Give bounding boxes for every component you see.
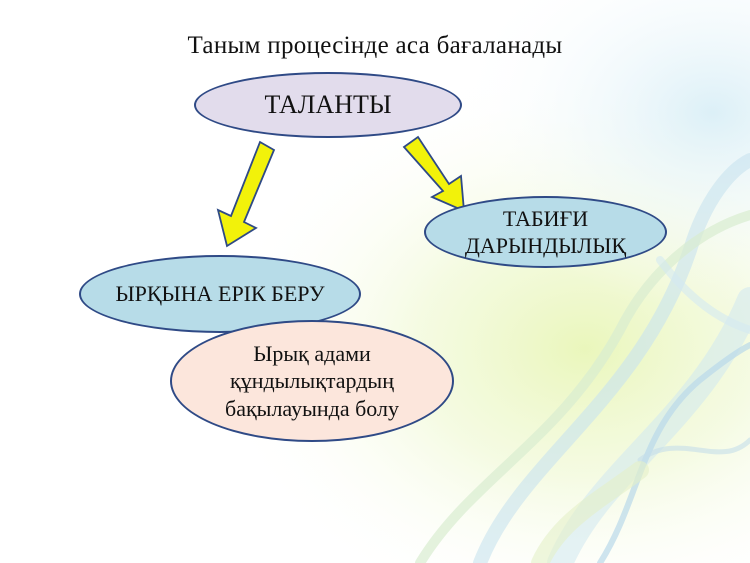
root-node-label: ТАЛАНТЫ [264,89,392,119]
bottom-node-label: Ырық адами құндылықтардың бақылауында бо… [225,340,399,421]
slide-title: Таным процесінде аса бағаланады [187,32,563,59]
right-node: ТАБИҒИ ДАРЫНДЫЛЫҚ [424,196,667,268]
arrow-to-left-node [216,140,276,248]
root-node: ТАЛАНТЫ [194,72,462,138]
right-node-label: ТАБИҒИ ДАРЫНДЫЛЫҚ [464,205,627,259]
arrow-to-right-node [402,135,466,213]
bottom-node: Ырық адами құндылықтардың бақылауында бо… [170,320,454,442]
left-node-label: ЫРҚЫНА ЕРІК БЕРУ [115,281,325,307]
